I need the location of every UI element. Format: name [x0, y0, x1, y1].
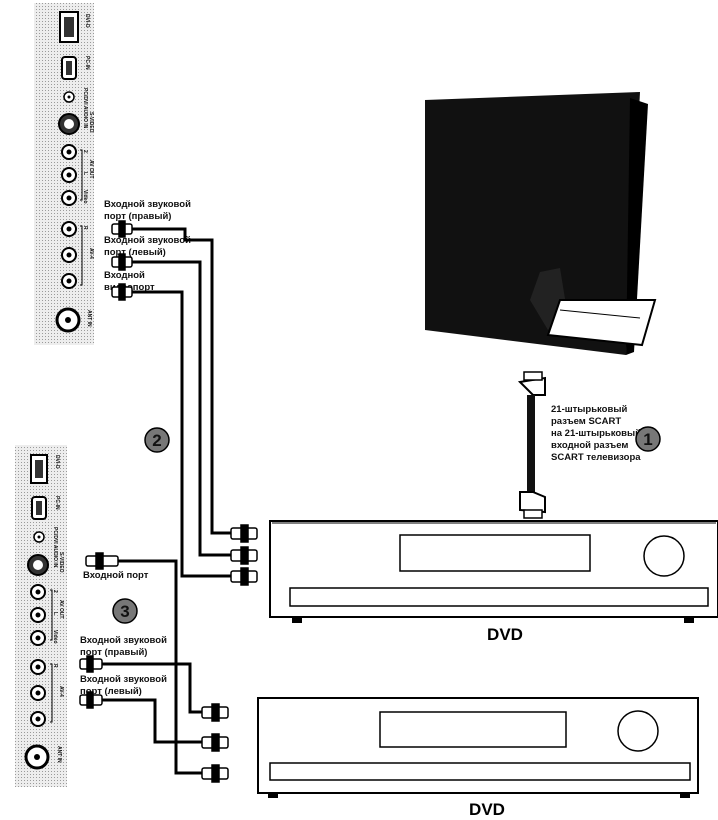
rca-plug	[201, 703, 229, 722]
rca-plug	[201, 764, 229, 783]
scart-label: 21-штырьковый разъем SCART на 21-штырько…	[551, 404, 644, 463]
tv-set	[425, 92, 657, 355]
port-label: AV-4	[88, 248, 94, 259]
rca-plug	[111, 253, 133, 271]
pc-in-port	[61, 56, 77, 80]
port-label: S-VIDEO	[58, 552, 64, 573]
audio-left-label: Входной звуковой порт (левый)	[104, 235, 194, 258]
port-label: Video	[52, 630, 58, 644]
svg-text:1: 1	[643, 430, 652, 449]
port-label: L	[52, 612, 58, 615]
dvi-port	[59, 11, 79, 43]
audio-right-label: Входной звуковой порт (правый)	[80, 635, 170, 658]
bottom-cables	[102, 559, 202, 775]
port-label: 2	[82, 150, 88, 153]
svg-text:3: 3	[120, 602, 129, 621]
scart-cable	[517, 371, 546, 519]
port-label: R	[82, 226, 88, 230]
port-label: AV OUT	[58, 600, 64, 619]
port-label: 2	[52, 590, 58, 593]
rca-plug	[230, 567, 258, 586]
rca-plug	[111, 283, 133, 301]
port-label: PC/DVI AUDIO IN	[82, 88, 88, 129]
dvd-label-top: DVD	[487, 625, 523, 644]
top-cables	[131, 227, 232, 578]
port-label: DVI-D	[84, 14, 90, 28]
rca-plug	[79, 691, 103, 709]
rca-plug	[230, 524, 258, 543]
port-label: DVI-D	[54, 455, 60, 469]
rca-plug	[79, 655, 103, 673]
port-label: AV-4	[58, 686, 64, 697]
audio-right-label: Входной звуковой порт (правый)	[104, 199, 194, 222]
dvd-player-top	[269, 520, 718, 623]
input-port-label: Входной порт	[83, 570, 149, 581]
top-rear-panel: DVI-D PC-IN PC/DVI AUDIO IN S-VIDEO 2 AV…	[34, 3, 94, 345]
svg-text:2: 2	[152, 431, 161, 450]
bottom-rear-panel: DVI-D PC-IN PC/DVI AUDIO IN S-VIDEO 2 AV…	[15, 445, 67, 787]
port-label: R	[52, 664, 58, 668]
port-label: ANT IN	[86, 310, 92, 327]
port-label: AV OUT	[88, 160, 94, 179]
s-video-plug	[85, 552, 119, 570]
rca-plug	[230, 546, 258, 565]
port-label: S-VIDEO	[88, 112, 94, 133]
dvd-label-bottom: DVD	[469, 800, 505, 819]
step-badge-1: 1	[635, 426, 661, 452]
rca-plug	[111, 220, 133, 238]
step-badge-2: 2	[144, 427, 170, 453]
step-badge-3: 3	[112, 598, 138, 624]
audio-left-label: Входной звуковой порт (левый)	[80, 674, 170, 697]
dvd-player-bottom	[257, 697, 699, 798]
rca-plug	[201, 733, 229, 752]
port-label: Video	[82, 190, 88, 204]
port-label: L	[82, 172, 88, 175]
port-label: ANT IN	[56, 746, 62, 763]
port-label: PC/DVI AUDIO IN	[52, 527, 58, 568]
port-label: PC-IN	[84, 56, 90, 70]
port-label: PC-IN	[54, 496, 60, 510]
